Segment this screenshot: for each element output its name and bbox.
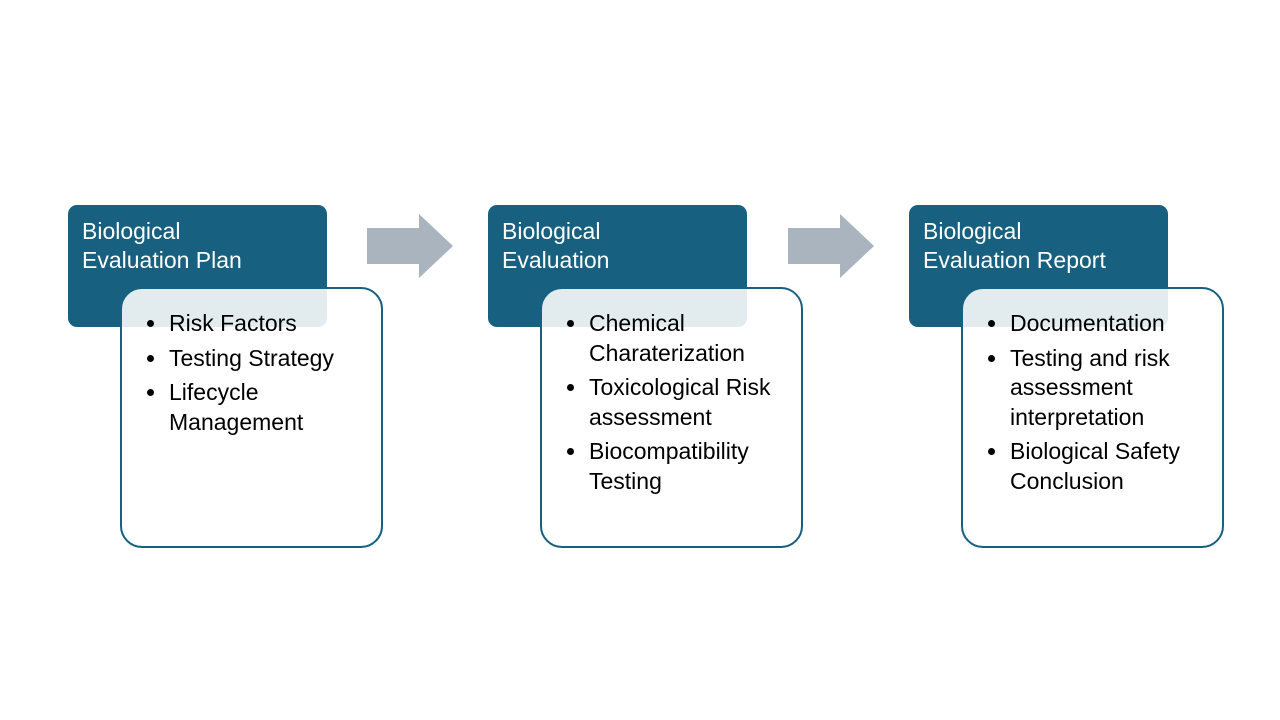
stage-title: Biological Evaluation Plan	[82, 218, 242, 273]
list-item-text: Chemical Charaterization	[589, 310, 745, 366]
list-item: Lifecycle Management	[146, 378, 371, 437]
list-item: Toxicological Risk assessment	[566, 373, 791, 432]
bullet-icon	[147, 320, 154, 327]
bullet-icon	[988, 448, 995, 455]
stage-evaluation-plan: Biological Evaluation Plan Risk Factors …	[68, 205, 388, 550]
arrow-shape	[788, 214, 874, 278]
list-item-text: Biological Safety Conclusion	[1010, 438, 1181, 494]
list-item-text: Biocompatibility Testing	[589, 438, 749, 494]
list-item-text: Documentation	[1010, 310, 1165, 336]
stage-title: Biological Evaluation Report	[923, 218, 1106, 273]
bullet-icon	[567, 448, 574, 455]
list-item: Documentation	[987, 309, 1212, 339]
stage-details: Risk Factors Testing Strategy Lifecycle …	[120, 287, 383, 548]
list-item: Biological Safety Conclusion	[987, 437, 1212, 496]
bullet-icon	[147, 389, 154, 396]
bullet-icon	[567, 320, 574, 327]
list-item-text: Toxicological Risk assessment	[589, 374, 771, 430]
list-item-text: Lifecycle Management	[169, 379, 304, 435]
stage-evaluation: Biological Evaluation Chemical Charateri…	[488, 205, 808, 550]
bullet-icon	[147, 354, 154, 362]
stage-details: Documentation Testing and risk assessmen…	[961, 287, 1224, 548]
list-item-text: Testing and risk assessment interpretati…	[1010, 344, 1170, 430]
detail-list: Risk Factors Testing Strategy Lifecycle …	[146, 309, 371, 437]
detail-list: Chemical Charaterization Toxicological R…	[566, 309, 791, 496]
bullet-icon	[988, 320, 995, 327]
arrow-shape	[367, 214, 453, 278]
bullet-icon	[567, 384, 574, 391]
list-item-text: Testing Strategy	[169, 344, 334, 371]
list-item: Biocompatibility Testing	[566, 437, 791, 496]
right-arrow-icon	[788, 214, 874, 278]
list-item: Chemical Charaterization	[566, 309, 791, 368]
list-item-text: Risk Factors	[169, 310, 297, 336]
stage-details: Chemical Charaterization Toxicological R…	[540, 287, 803, 548]
stage-evaluation-report: Biological Evaluation Report Documentati…	[909, 205, 1229, 550]
bullet-icon	[988, 354, 995, 362]
detail-list: Documentation Testing and risk assessmen…	[987, 309, 1212, 496]
stage-title: Biological Evaluation	[502, 218, 610, 273]
list-item: Risk Factors	[146, 309, 371, 339]
list-item: Testing and risk assessment interpretati…	[987, 344, 1212, 433]
right-arrow-icon	[367, 214, 453, 278]
list-item: Testing Strategy	[146, 344, 371, 374]
